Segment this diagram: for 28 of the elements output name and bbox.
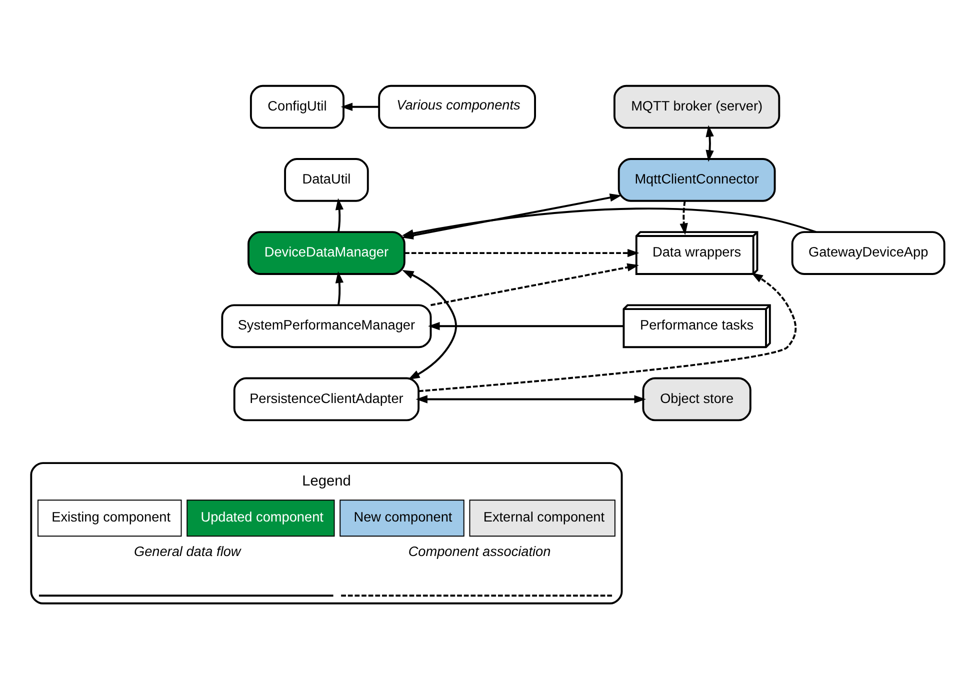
node-box: Various components — [378, 84, 536, 128]
arrow — [402, 269, 457, 380]
legend-label: External component — [483, 509, 605, 524]
arrow — [706, 124, 714, 162]
legend-label: General data flow — [134, 543, 241, 558]
arrow — [428, 322, 624, 330]
arrow — [416, 394, 646, 403]
node-box: ConfigUtil — [250, 84, 344, 128]
node-box: MqttClientConnector — [618, 158, 776, 202]
legend-label: Existing component — [52, 509, 171, 524]
arrow — [335, 270, 344, 305]
arrow — [340, 102, 379, 110]
legend-label: New component — [354, 509, 452, 524]
node-box: DeviceDataManager — [248, 230, 406, 274]
arrow — [335, 198, 344, 232]
node-box: SystemPerformanceManager — [221, 304, 432, 348]
node-box: MQTT broker (server) — [613, 84, 780, 128]
node-box: GatewayDeviceApp — [791, 230, 946, 274]
arrow — [404, 248, 640, 257]
node-box: DataUtil — [284, 158, 369, 202]
legend-label: Updated component — [200, 509, 324, 524]
arrow — [430, 262, 639, 306]
node-box: Object store — [642, 376, 752, 421]
legend-label: Component association — [408, 543, 551, 558]
node-box: PersistenceClientAdapter — [233, 376, 420, 421]
arrow — [680, 200, 688, 234]
label: Legend — [302, 472, 351, 489]
arrow — [418, 272, 797, 392]
